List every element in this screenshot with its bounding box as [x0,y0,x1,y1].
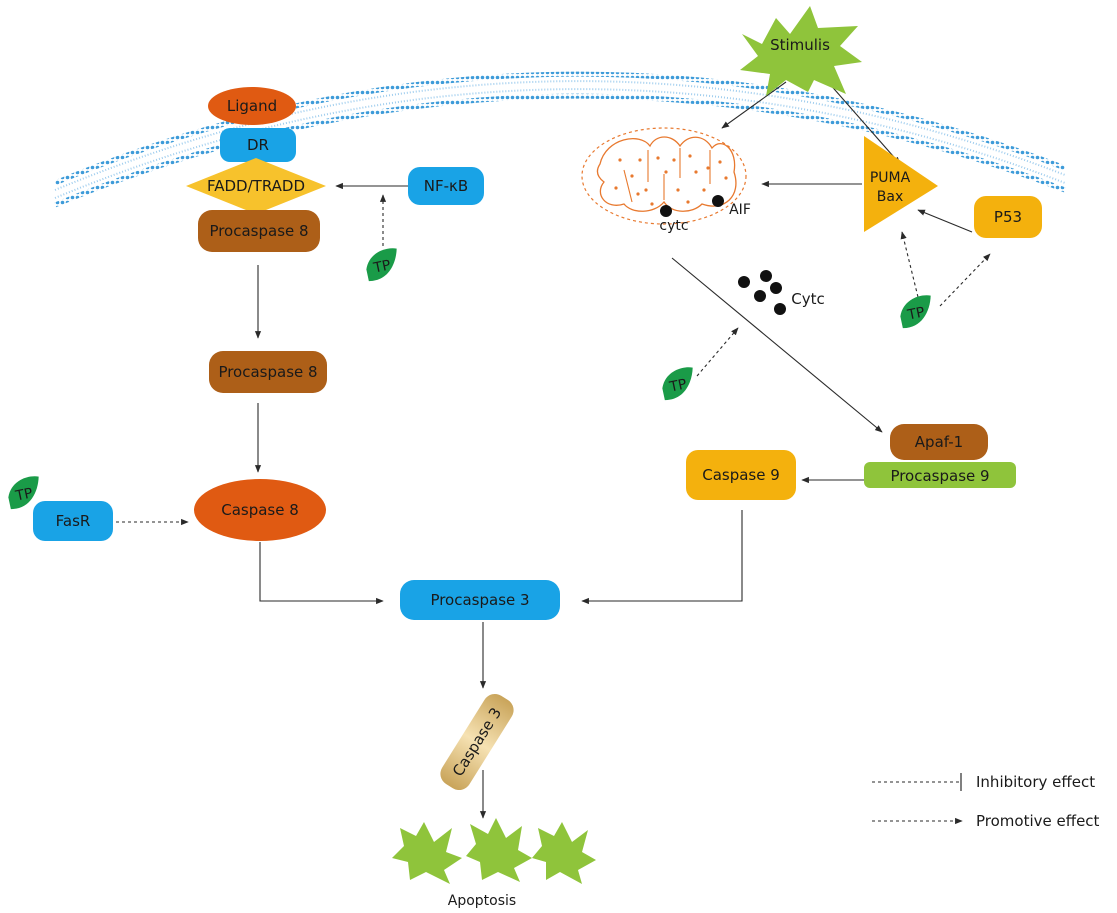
stimulis-label: Stimulis [770,36,830,54]
caspase8-label: Caspase 8 [221,501,299,519]
dr-label: DR [247,136,269,154]
procaspase8-mid-label: Procaspase 8 [218,363,317,381]
cell-membrane [54,71,1066,208]
cytc-free-label: Cytc [791,290,824,308]
caspase9-node [686,450,796,500]
ligand-node [208,87,296,125]
free-cytc-dots [738,270,786,315]
mito-aif-label: AIF [729,202,751,218]
fasr-label: FasR [56,512,91,530]
tp-label: TP [13,485,34,504]
bax-label: Bax [877,189,903,205]
procaspase8-top-node [198,210,320,252]
arrow-casp9-to-procasp3 [581,510,743,605]
tp-leaf-nfkb: TP [366,248,397,282]
arrow-p53-to-puma [917,209,973,233]
caspase3-node: Caspase 3 [440,693,514,791]
fadd-tradd-node [186,158,326,214]
apaf1-node [890,424,988,460]
tp-leaf-fasr: TP [8,476,39,510]
puma-label: PUMA [870,170,911,186]
apaf1-label: Apaf-1 [915,433,963,451]
legend-inhibitory-label: Inhibitory effect [976,773,1095,791]
tp-label: TP [905,304,926,323]
procaspase8-mid-node [209,351,327,393]
tp-arrow-p53 [939,253,991,307]
arrow-casp8-to-procasp3 [259,542,384,605]
apoptosis-label: Apoptosis [448,893,516,909]
p53-label: P53 [994,208,1022,226]
arrow-stimulis-to-mito [721,81,787,129]
procaspase3-label: Procaspase 3 [430,591,529,609]
tp-label: TP [667,376,688,395]
tp-arrow-puma [900,231,919,298]
procaspase9-node [864,462,1016,488]
mitochondrion-icon [581,127,747,225]
nfkb-node [408,167,484,205]
fadd-tradd-label: FADD/TRADD [207,177,305,195]
caspase8-node [194,479,326,541]
ligand-label: Ligand [227,97,277,115]
caspase9-label: Caspase 9 [702,466,780,484]
stimulis-node [740,6,862,96]
apoptosis-cells-icon [392,818,596,884]
nfkb-label: NF-κB [424,177,468,195]
procaspase9-label: Procaspase 9 [890,467,989,485]
connectors [116,81,991,819]
dr-node [220,128,296,162]
arrow-stimulis-to-puma [827,81,901,165]
tp-arrow-cytc [696,327,739,377]
fasr-node [33,501,113,541]
legend-promotive-label: Promotive effect [976,812,1100,830]
tp-leaf-cytc: TP [662,367,693,401]
procaspase3-node [400,580,560,620]
puma-bax-node [864,136,938,232]
tp-leaf-p53: TP [900,295,931,329]
tp-label: TP [371,257,392,276]
p53-node [974,196,1042,238]
procaspase8-top-label: Procaspase 8 [209,222,308,240]
mito-cytc-label: cytc [659,218,688,234]
legend: Inhibitory effect Promotive effect [872,773,1100,830]
arrow-mito-to-apaf [671,257,883,433]
